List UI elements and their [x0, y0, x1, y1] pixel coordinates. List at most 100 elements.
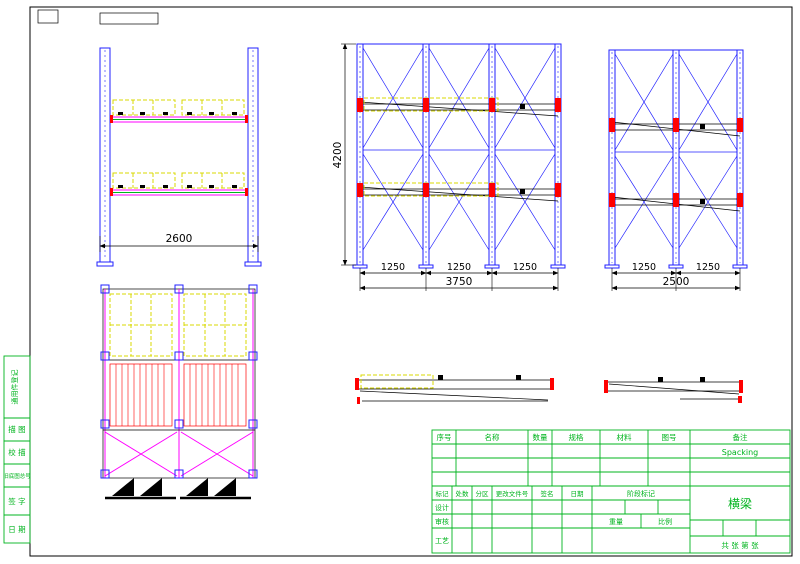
- section-triangle: [140, 478, 162, 496]
- foot-plate: [604, 264, 620, 269]
- beam-connector: [110, 188, 113, 196]
- beam-connector: [555, 183, 561, 197]
- post-plan: [248, 284, 258, 294]
- stage-label: 阶段标记: [627, 489, 655, 498]
- beam-level-2: [110, 172, 248, 196]
- foot-plate: [484, 264, 500, 269]
- hatch-lines: [115, 364, 239, 426]
- pallet-foot: [163, 185, 168, 188]
- end-connector: [357, 397, 360, 404]
- clip-mark: [700, 199, 705, 204]
- beam-detail-right: [604, 377, 743, 403]
- beam-connector: [555, 98, 561, 112]
- clip-mark: [700, 377, 705, 382]
- brace: [494, 47, 556, 149]
- beam-connector: [737, 193, 743, 207]
- center-elevation-view: 4200 1250 1250 1250 3750: [332, 43, 566, 291]
- beam-detail-center: [355, 374, 554, 404]
- diagonal: [104, 431, 178, 477]
- role-process: 工艺: [435, 537, 449, 545]
- front-elevation-view: 2600: [96, 47, 262, 267]
- pallet-foot: [232, 185, 237, 188]
- foot-plate: [732, 264, 748, 269]
- dim-text-right-total: 2500: [663, 276, 690, 288]
- title-block: 序号 名称 数量 规格 材料 图号 备注 Spacking 标记 处数 分区 更…: [431, 429, 791, 554]
- brace: [614, 53, 674, 151]
- beam-connector: [423, 183, 429, 197]
- brace: [678, 53, 738, 151]
- beam-connector: [489, 183, 495, 197]
- left-margin-table: 通用件登记 描 图 校 描 旧底图总号 签 字 日 期: [3, 355, 31, 544]
- brace: [614, 155, 674, 249]
- beam-connector: [357, 183, 363, 197]
- bom-col-material: 材料: [617, 432, 632, 442]
- section-arrows: [105, 478, 251, 500]
- post-plan: [100, 284, 110, 294]
- post-plan: [248, 351, 258, 361]
- clip-mark: [438, 375, 443, 380]
- beam-diagonal: [359, 101, 559, 117]
- post-plan: [174, 469, 184, 479]
- rev-date: 日期: [571, 490, 585, 498]
- brace: [494, 153, 556, 251]
- clip-mark: [516, 375, 521, 380]
- beam-connector: [245, 188, 248, 196]
- brace: [678, 155, 738, 249]
- beam-level-2: [609, 193, 743, 212]
- dim-text-bay-1: 1250: [381, 262, 405, 273]
- bom-col-qty: 数量: [533, 432, 548, 442]
- clip-mark: [520, 104, 525, 109]
- part-name: 横梁: [728, 496, 752, 511]
- dim-text-height: 4200: [332, 142, 344, 169]
- end-connector: [355, 378, 359, 390]
- pallet-foot: [209, 185, 214, 188]
- role-review: 审核: [435, 517, 449, 526]
- beam-level-1: [357, 97, 561, 117]
- dim-text-center-total: 3750: [446, 276, 473, 288]
- dim-text-right-bay-2: 1250: [696, 262, 720, 273]
- clip-mark: [658, 377, 663, 382]
- hatch-area: [109, 363, 173, 427]
- post-plan: [248, 419, 258, 429]
- sheet-note: 共 张 第 张: [721, 540, 759, 550]
- end-connector: [738, 396, 742, 403]
- pallet-zone: [363, 182, 499, 197]
- pallet-foot: [187, 185, 192, 188]
- pallet-zone: [360, 374, 434, 389]
- revision-mark-2: [99, 12, 159, 25]
- support-diagonal: [359, 390, 549, 401]
- beam-connector: [673, 193, 679, 207]
- plan-posts: [100, 284, 258, 479]
- role-design: 设计: [435, 503, 449, 512]
- end-connector: [739, 380, 743, 393]
- dim-frame-height: 4200: [332, 43, 356, 266]
- trace-label: 描 图: [8, 424, 25, 434]
- weight-label: 重量: [609, 518, 623, 526]
- beam-level-2: [357, 182, 561, 202]
- beam-level-1: [609, 118, 743, 137]
- rev-count: 处数: [456, 489, 470, 498]
- cross-bracing: [614, 53, 738, 249]
- rev-mark: 标记: [436, 489, 450, 498]
- foot-plate: [418, 264, 434, 269]
- post-plan: [100, 419, 110, 429]
- rev-change-file: 更改文件号: [496, 489, 529, 498]
- pallet-foot: [163, 112, 168, 115]
- right-elevation-view: 1250 1250 2500: [604, 49, 748, 291]
- end-connector: [604, 380, 608, 393]
- beam-diagonal: [359, 186, 559, 202]
- hatch-area: [183, 363, 247, 427]
- pallet-zone: [363, 97, 499, 112]
- pallet-foot: [232, 112, 237, 115]
- post-plan: [100, 351, 110, 361]
- bom-col-code: 图号: [662, 433, 677, 442]
- rev-zone: 分区: [476, 489, 490, 498]
- base-plate: [244, 261, 262, 267]
- title-block-outline: [431, 429, 791, 554]
- section-triangle: [112, 478, 134, 496]
- dim-center-bays: 1250 1250 1250 3750: [359, 262, 559, 291]
- border-frame: [29, 6, 793, 557]
- old-no-label: 旧底图总号: [3, 472, 31, 480]
- support-diagonal: [608, 383, 740, 395]
- beam-level-1: [110, 99, 248, 123]
